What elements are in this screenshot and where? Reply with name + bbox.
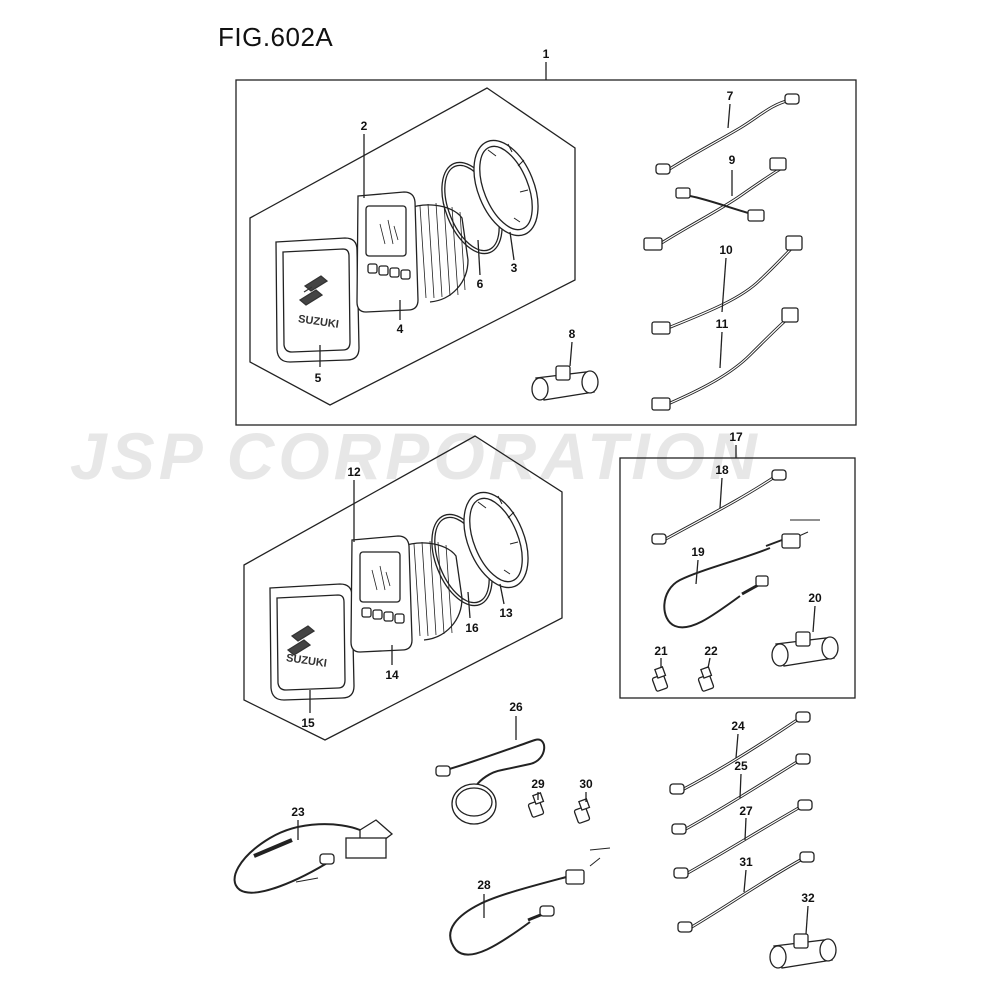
gauge-unit-14	[350, 535, 463, 653]
suzuki-logo-text: SUZUKI	[297, 313, 339, 331]
bezel-cover-15: SUZUKI	[269, 583, 355, 701]
suzuki-logo: SUZUKI	[297, 275, 340, 331]
gauge-unit-4	[356, 191, 469, 313]
callout-16: 16	[465, 621, 479, 635]
suzuki-logo-text: SUZUKI	[285, 652, 327, 670]
callout-28: 28	[477, 878, 491, 892]
leader-18	[719, 477, 723, 509]
leader-31	[743, 869, 747, 893]
terminator-29	[527, 792, 545, 818]
nut-ring-3	[473, 139, 539, 237]
bezel-cover-5: SUZUKI	[275, 237, 360, 363]
callout-20: 20	[808, 591, 822, 605]
callout-7: 7	[727, 89, 734, 103]
sensor-cable-28	[449, 847, 611, 956]
callout-3: 3	[511, 261, 518, 275]
sensor-26	[435, 738, 546, 825]
callout-10: 10	[719, 243, 733, 257]
suzuki-logo: SUZUKI	[285, 625, 328, 670]
callout-9: 9	[729, 153, 736, 167]
leader-16	[467, 591, 471, 619]
callout-22: 22	[704, 644, 718, 658]
callout-5: 5	[315, 371, 322, 385]
callout-30: 30	[579, 777, 593, 791]
callout-11: 11	[716, 317, 729, 331]
callout-26: 26	[509, 700, 523, 714]
callout-6: 6	[477, 277, 484, 291]
terminator-22	[697, 666, 715, 692]
callout-15: 15	[301, 716, 315, 730]
nut-ring-13	[463, 491, 529, 589]
leader-27	[744, 817, 747, 841]
cable-31	[677, 851, 815, 933]
sensor-cable-19	[663, 519, 820, 629]
figure-title: FIG.602A	[218, 22, 334, 52]
leader-11	[719, 331, 723, 369]
harness-10	[651, 235, 803, 335]
callout-2: 2	[361, 119, 368, 133]
callout-18: 18	[715, 463, 729, 477]
callout-19: 19	[691, 545, 705, 559]
cable-18	[651, 469, 787, 545]
tee-connector-8	[531, 365, 599, 401]
leader-7	[727, 103, 731, 129]
harness-7	[655, 93, 800, 175]
watermark: JSP CORPORATION	[70, 419, 761, 493]
gauge-kit-12-frame	[243, 435, 563, 741]
callout-29: 29	[531, 777, 545, 791]
leader-8	[569, 341, 573, 367]
leader-32	[805, 905, 809, 935]
callout-4: 4	[397, 322, 404, 336]
callout-24: 24	[731, 719, 745, 733]
terminator-30	[573, 798, 591, 824]
tee-connector-32	[769, 933, 837, 969]
leader-25	[739, 773, 742, 799]
terminator-21	[651, 666, 669, 692]
callout-32: 32	[801, 891, 815, 905]
leader-13	[499, 583, 505, 605]
callout-14: 14	[385, 668, 399, 682]
callout-17: 17	[729, 430, 743, 444]
cable-24	[669, 711, 811, 795]
callout-1: 1	[543, 47, 550, 61]
callout-23: 23	[291, 805, 305, 819]
callout-12: 12	[347, 465, 361, 479]
callout-31: 31	[739, 855, 753, 869]
callout-25: 25	[734, 759, 748, 773]
tee-connector-20	[771, 631, 839, 667]
callout-21: 21	[654, 644, 668, 658]
leader-10	[721, 257, 727, 313]
leader-19	[695, 559, 699, 585]
leader-20	[812, 605, 816, 633]
harness-11	[651, 307, 799, 411]
leader-6	[477, 239, 481, 276]
harness-9	[643, 157, 787, 251]
leader-22	[707, 657, 711, 669]
gauge-kit-2-frame	[249, 87, 576, 406]
kit-17-frame	[619, 457, 856, 699]
cable-27	[673, 799, 813, 879]
leader-24	[735, 733, 739, 759]
callout-13: 13	[499, 606, 513, 620]
sensor-cable-23	[233, 819, 394, 894]
leader-3	[509, 231, 515, 261]
callout-8: 8	[569, 327, 576, 341]
callout-27: 27	[739, 804, 753, 818]
